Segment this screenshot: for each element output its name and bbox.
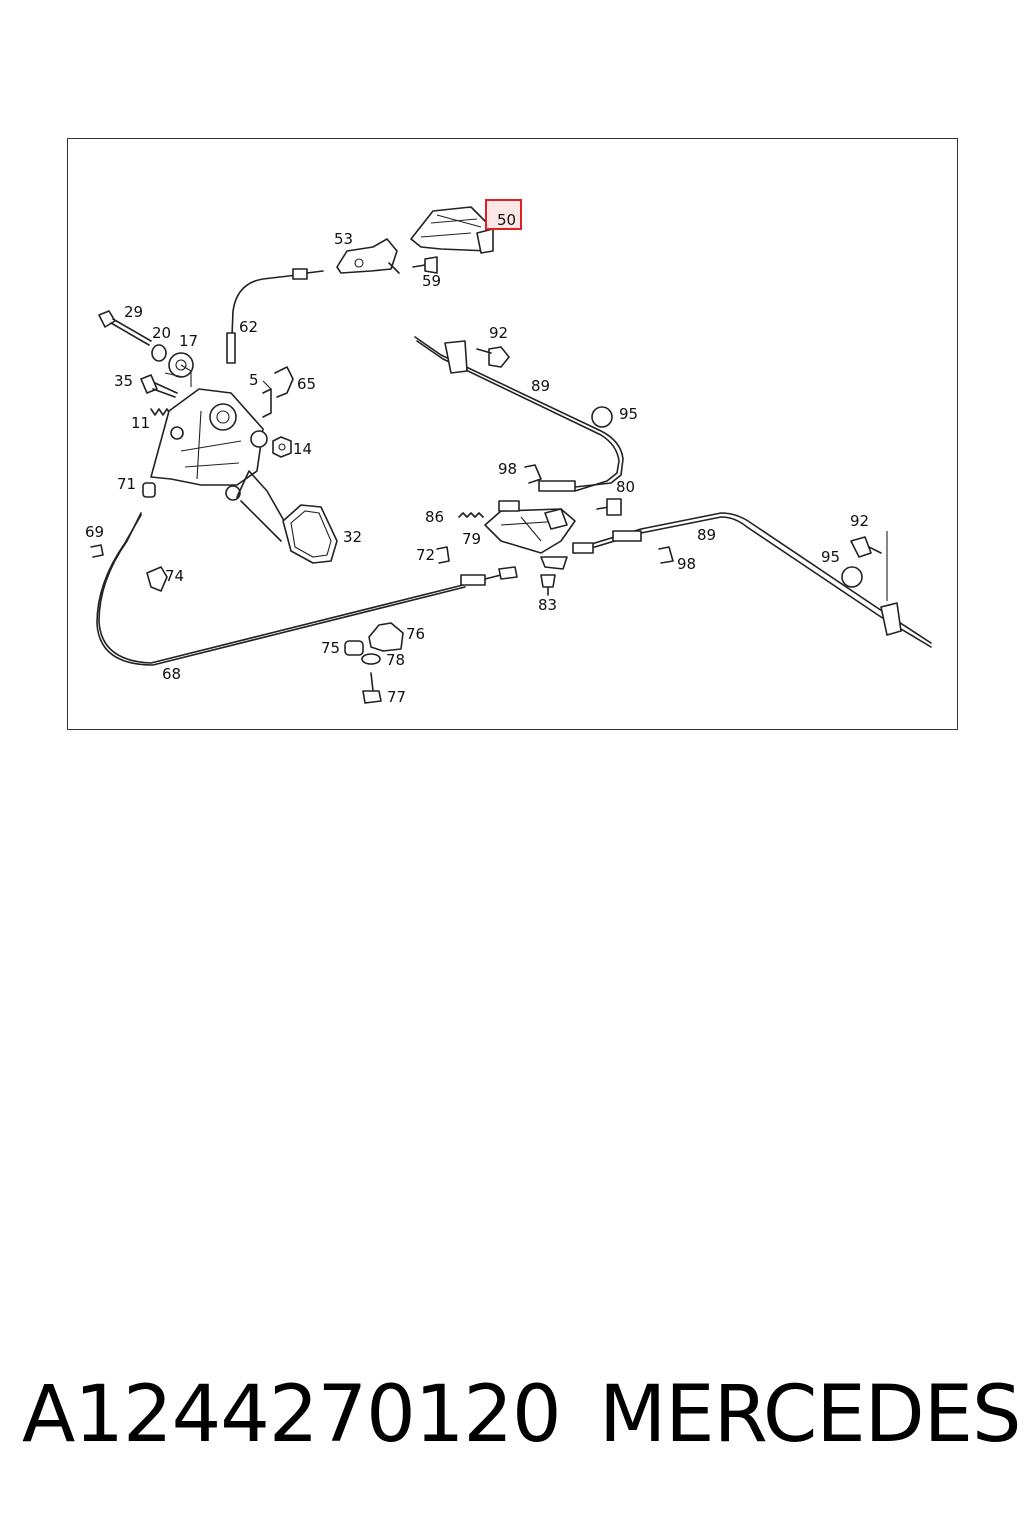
label-86: 86 [425, 508, 444, 526]
part-79-equalizer [484, 500, 576, 570]
part-53-bracket [336, 238, 400, 274]
label-69: 69 [85, 523, 104, 541]
label-14: 14 [293, 440, 312, 458]
part-11-spring [150, 408, 172, 416]
label-68: 68 [162, 665, 181, 683]
label-83: 83 [538, 596, 557, 614]
label-35: 35 [114, 372, 133, 390]
part-83-screw [540, 574, 556, 596]
highlight-box-50 [485, 199, 522, 230]
label-20: 20 [152, 324, 171, 342]
label-75: 75 [321, 639, 340, 657]
part-71-sleeve [142, 482, 156, 498]
part-14-nut [272, 436, 292, 458]
part-98-clip-upper [524, 464, 542, 484]
part-72-clip [436, 546, 450, 564]
part-74-clip [146, 566, 168, 592]
label-74: 74 [165, 567, 184, 585]
part-20-washer [151, 344, 167, 362]
part-86-spring [458, 512, 484, 518]
part-78-washer [361, 653, 381, 665]
part-89-cable-upper [414, 336, 624, 492]
label-62: 62 [239, 318, 258, 336]
part-number: A1244270120 [22, 1370, 562, 1460]
part-50-pedal-pad [410, 206, 494, 254]
label-77: 77 [387, 688, 406, 706]
label-5: 5 [249, 371, 259, 389]
label-17: 17 [179, 332, 198, 350]
part-29-bolt [98, 310, 152, 346]
part-95-bushing-upper [591, 406, 613, 428]
label-72: 72 [416, 546, 435, 564]
part-caption: A1244270120 MERCEDES [22, 1370, 1021, 1470]
part-77-screw [362, 672, 382, 704]
part-35-bolt [140, 374, 178, 398]
part-5-clip [262, 388, 272, 418]
pedal-bracket-assembly [150, 388, 268, 501]
parts-diagram: 50 53 59 62 29 20 17 35 5 65 11 14 71 32… [85, 199, 932, 706]
label-59: 59 [422, 272, 441, 290]
label-98-upper: 98 [498, 460, 517, 478]
part-98-clip-lower [658, 546, 674, 564]
part-80-bolt [596, 498, 622, 516]
part-76-bracket [368, 622, 404, 652]
label-89-lower: 89 [697, 526, 716, 544]
part-32-pedal [236, 470, 338, 564]
label-50: 50 [497, 211, 516, 229]
label-78: 78 [386, 651, 405, 669]
part-59-screw [412, 256, 438, 274]
label-76: 76 [406, 625, 425, 643]
part-92-bolt-lower [850, 536, 882, 558]
label-29: 29 [124, 303, 143, 321]
label-95-lower: 95 [821, 548, 840, 566]
label-98-lower: 98 [677, 555, 696, 573]
part-92-bolt-upper [476, 346, 510, 368]
label-92-upper: 92 [489, 324, 508, 342]
label-80: 80 [616, 478, 635, 496]
label-53: 53 [334, 230, 353, 248]
part-75-bushing [344, 640, 364, 656]
label-65: 65 [297, 375, 316, 393]
part-62-cable [226, 268, 324, 364]
part-68-cable [96, 512, 518, 666]
label-71: 71 [117, 475, 136, 493]
label-11: 11 [131, 414, 150, 432]
label-95-upper: 95 [619, 405, 638, 423]
part-65-clip [274, 366, 294, 398]
label-89-upper: 89 [531, 377, 550, 395]
brand-name: MERCEDES [599, 1370, 1021, 1460]
label-32: 32 [343, 528, 362, 546]
part-89-cable-lower [572, 512, 932, 648]
label-92-lower: 92 [850, 512, 869, 530]
part-69-clip [90, 544, 104, 558]
parts-diagram-frame: 50 53 59 62 29 20 17 35 5 65 11 14 71 32… [67, 138, 958, 730]
part-95-bushing-lower [841, 566, 863, 588]
label-79: 79 [462, 530, 481, 548]
